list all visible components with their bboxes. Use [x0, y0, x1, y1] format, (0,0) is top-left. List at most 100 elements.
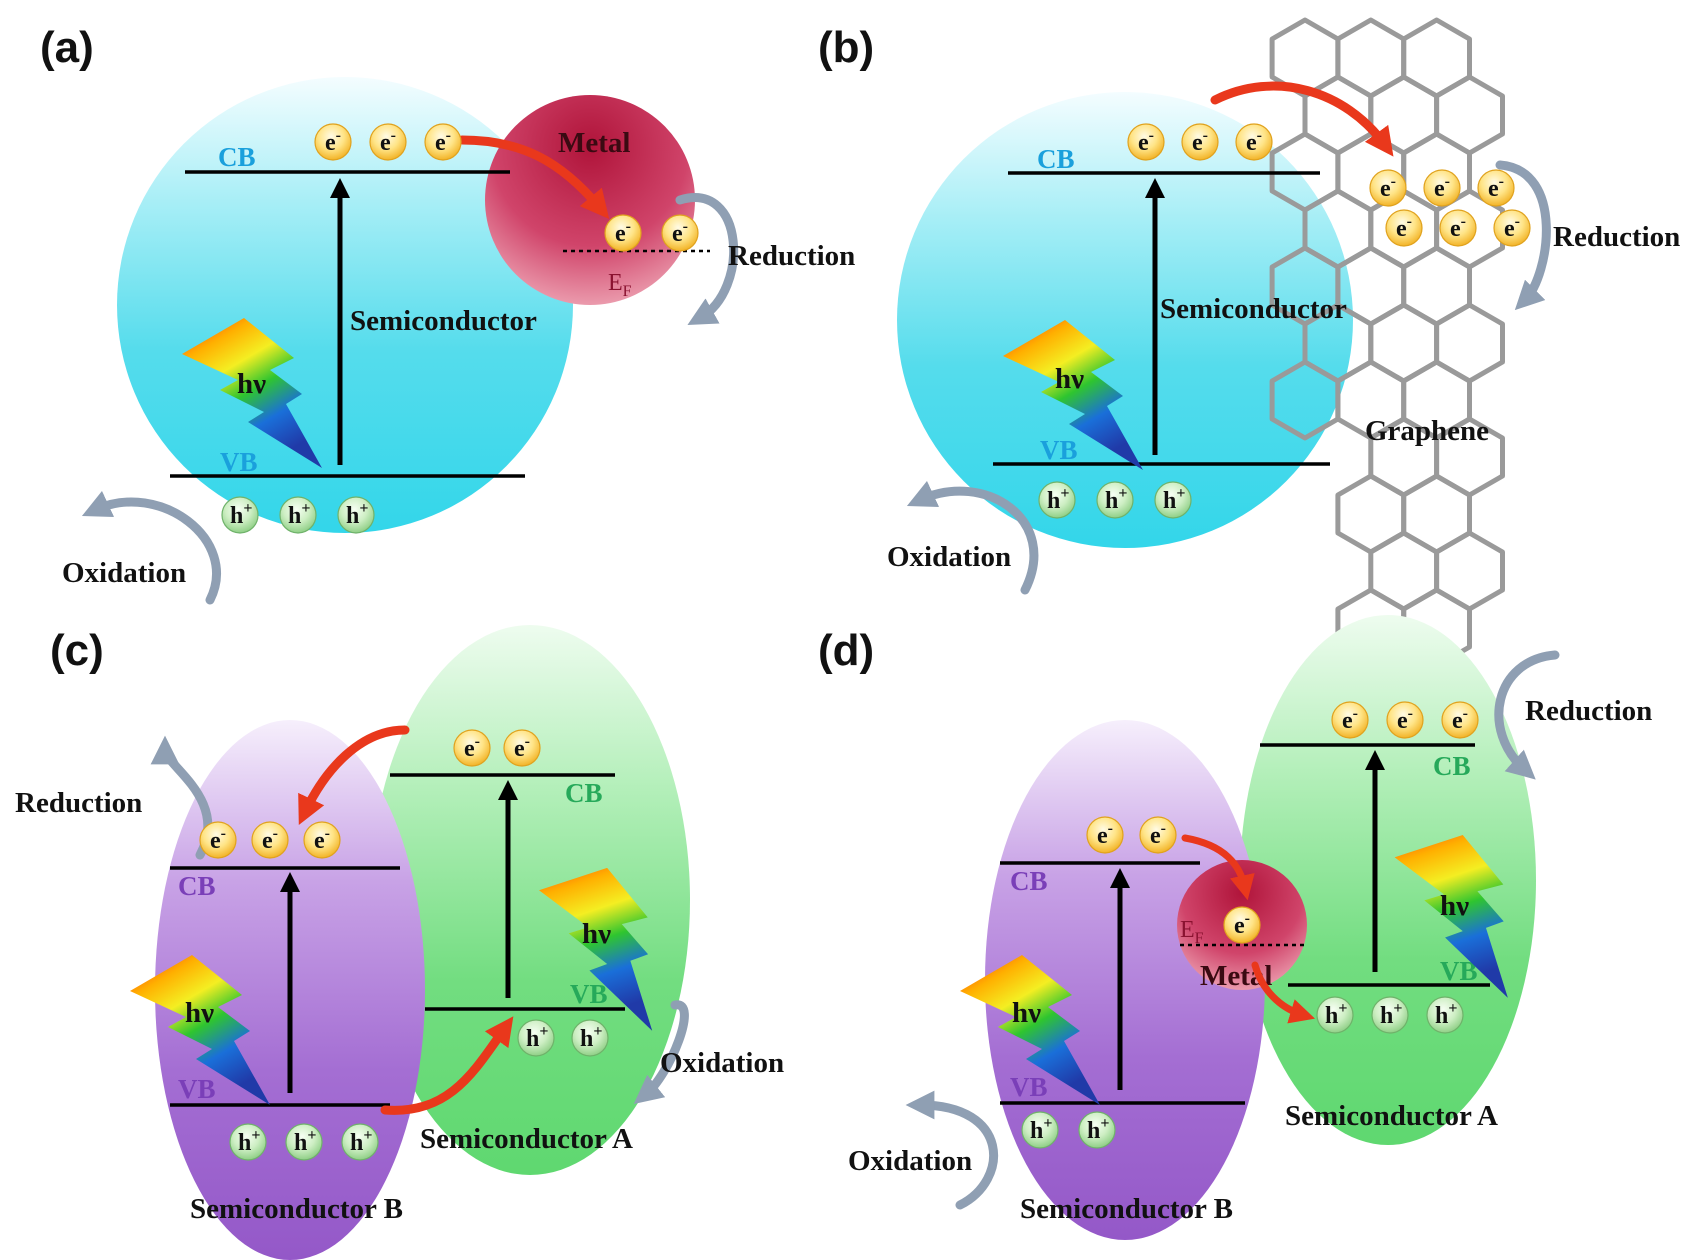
- semiconductor-a-label: Semiconductor A: [420, 1123, 633, 1155]
- semiconductor-circle: [897, 92, 1353, 548]
- hv-label-b: hν: [185, 997, 214, 1029]
- oxidation-arrow: [633, 1000, 689, 1105]
- vb-holes: h+ h+ h+: [221, 496, 375, 534]
- cb-label: CB: [218, 142, 256, 172]
- svg-text:e-: e-: [314, 825, 330, 854]
- panel-label-d: (d): [818, 626, 874, 675]
- oxidation-label: Oxidation: [660, 1047, 784, 1079]
- hv-label: hν: [237, 368, 266, 400]
- svg-text:e-: e-: [1234, 910, 1250, 939]
- svg-text:e-: e-: [1504, 213, 1520, 242]
- cb-electrons: e- e- e-: [314, 123, 462, 161]
- svg-text:e-: e-: [1150, 820, 1166, 849]
- oxidation-arrow: [81, 490, 221, 605]
- svg-text:h+: h+: [238, 1127, 260, 1156]
- reduction-label: Reduction: [15, 787, 142, 819]
- svg-text:h+: h+: [294, 1127, 316, 1156]
- hv-label-a: hν: [1440, 890, 1469, 922]
- svg-text:h+: h+: [346, 500, 368, 529]
- cb-a-label: CB: [1433, 751, 1471, 781]
- hv-label: hν: [1055, 363, 1084, 395]
- vb-b-holes: h+ h+ h+: [229, 1123, 379, 1161]
- svg-text:h+: h+: [1047, 485, 1069, 514]
- vb-b-label: VB: [178, 1074, 216, 1104]
- semiconductor-label: Semiconductor: [350, 305, 537, 337]
- panel-d: (d) CB VB CB VB EF Metal Semiconductor A…: [818, 615, 1652, 1240]
- hv-label-b: hν: [1012, 997, 1041, 1029]
- cb-a-electrons: e- e-: [453, 729, 541, 767]
- cb-b-electrons: e- e-: [1086, 816, 1177, 854]
- fermi-level-label: EF: [608, 270, 632, 300]
- cb-electrons: e- e- e-: [1127, 123, 1273, 161]
- cb-b-label: CB: [1010, 866, 1048, 896]
- svg-text:e-: e-: [435, 127, 451, 156]
- vb-b-label: VB: [1010, 1072, 1048, 1102]
- svg-text:h+: h+: [1325, 1000, 1347, 1029]
- panel-label-c: (c): [50, 626, 104, 675]
- reduction-label: Reduction: [1525, 695, 1652, 727]
- svg-text:e-: e-: [514, 733, 530, 762]
- svg-text:h+: h+: [1030, 1115, 1052, 1144]
- svg-text:e-: e-: [615, 218, 631, 247]
- svg-text:e-: e-: [464, 733, 480, 762]
- panel-label-b: (b): [818, 23, 874, 72]
- svg-text:e-: e-: [1246, 127, 1262, 156]
- reduction-label: Reduction: [728, 240, 855, 272]
- vb-a-holes: h+ h+ h+: [1316, 996, 1464, 1034]
- hole-transfer-arrow: [380, 1016, 514, 1115]
- graphene-electrons: e- e- e- e- e- e-: [1369, 169, 1531, 247]
- oxidation-arrow: [906, 480, 1039, 595]
- svg-text:e-: e-: [262, 825, 278, 854]
- reduction-label: Reduction: [1553, 221, 1680, 253]
- electron-transfer-arrow: [457, 135, 610, 220]
- electron-transfer-arrow: [1210, 81, 1394, 157]
- panel-a: (a) CB VB Semiconductor Metal EF hν Redu…: [40, 23, 855, 605]
- svg-text:e-: e-: [325, 127, 341, 156]
- svg-text:h+: h+: [288, 500, 310, 529]
- vb-b-holes: h+ h+: [1021, 1111, 1116, 1149]
- semiconductor-label: Semiconductor: [1160, 293, 1347, 325]
- svg-text:h+: h+: [580, 1023, 602, 1052]
- cb-b-electrons: e- e- e-: [199, 821, 341, 859]
- svg-text:e-: e-: [1450, 213, 1466, 242]
- vb-label: VB: [1040, 435, 1078, 465]
- svg-text:h+: h+: [1087, 1115, 1109, 1144]
- svg-text:h+: h+: [1105, 485, 1127, 514]
- electron-transfer-arrow: [1181, 834, 1255, 901]
- cb-b-label: CB: [178, 871, 216, 901]
- vb-a-label: VB: [570, 979, 608, 1009]
- semiconductor-circle: [117, 77, 573, 533]
- svg-text:e-: e-: [210, 825, 226, 854]
- semiconductor-b-label: Semiconductor B: [190, 1193, 403, 1225]
- reduction-arrow: [1494, 650, 1560, 780]
- metal-electrons: e-: [1223, 906, 1261, 944]
- panel-b: (b) CB VB Semiconductor Graphene hν Redu…: [818, 17, 1680, 669]
- hole-transfer-arrow: [1251, 961, 1316, 1024]
- svg-text:e-: e-: [1488, 173, 1504, 202]
- svg-text:e-: e-: [1192, 127, 1208, 156]
- semiconductor-b-ellipse: [985, 720, 1265, 1240]
- svg-text:e-: e-: [1342, 705, 1358, 734]
- graphene-sheet: [1269, 17, 1505, 669]
- svg-text:e-: e-: [1396, 213, 1412, 242]
- svg-text:e-: e-: [672, 218, 688, 247]
- svg-text:e-: e-: [1097, 820, 1113, 849]
- oxidation-label: Oxidation: [848, 1145, 972, 1177]
- svg-text:e-: e-: [1434, 173, 1450, 202]
- metal-electrons: e- e-: [604, 214, 699, 252]
- graphene-label: Graphene: [1365, 415, 1489, 447]
- panel-label-a: (a): [40, 23, 94, 72]
- svg-text:e-: e-: [1452, 705, 1468, 734]
- svg-text:e-: e-: [380, 127, 396, 156]
- cb-label: CB: [1037, 144, 1075, 174]
- svg-text:e-: e-: [1397, 705, 1413, 734]
- reduction-arrow: [675, 193, 739, 326]
- electron-transfer-arrow: [298, 725, 410, 825]
- cb-a-label: CB: [565, 778, 603, 808]
- semiconductor-a-ellipse: [370, 625, 690, 1175]
- vb-holes: h+ h+ h+: [1038, 481, 1192, 519]
- svg-text:h+: h+: [1435, 1000, 1457, 1029]
- cb-a-electrons: e- e- e-: [1331, 701, 1479, 739]
- hv-label-a: hν: [582, 918, 611, 950]
